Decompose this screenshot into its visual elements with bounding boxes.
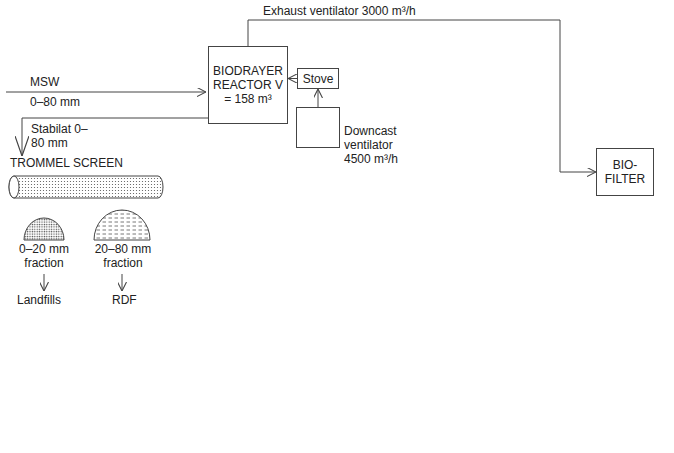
flow-connector xyxy=(248,20,596,172)
size-range: 0–80 mm xyxy=(29,95,81,109)
trommel-screen: TROMMEL SCREEN xyxy=(8,156,166,202)
coarse-pile xyxy=(94,210,150,240)
node-text: TROMMEL SCREEN xyxy=(8,156,166,170)
stove-box: Stove xyxy=(297,68,339,89)
biofilter-box: BIO- FILTER xyxy=(596,148,654,196)
node-text: BIO- FILTER xyxy=(600,158,650,186)
node-text: 20–80 mm fraction xyxy=(87,242,159,270)
fraction-pile: 0–20 mm fraction xyxy=(14,214,74,272)
destination-label: RDF xyxy=(111,293,138,307)
node-text: 0–20 mm fraction xyxy=(14,242,74,270)
equipment-label: Downcast ventilator 4500 m³/h xyxy=(344,124,410,166)
flow-connector xyxy=(318,89,319,107)
flow-connector xyxy=(22,118,208,156)
stream-name: MSW xyxy=(29,75,60,89)
node-text: BIODRAYER REACTOR V = 158 m³ xyxy=(212,64,284,106)
input-arrow xyxy=(6,92,206,93)
reactor-box: BIODRAYER REACTOR V = 158 m³ xyxy=(208,46,288,124)
destination-label: Landfills xyxy=(16,293,62,307)
flow-connector xyxy=(288,78,297,79)
fine-pile xyxy=(24,218,64,240)
output-arrow xyxy=(44,274,45,291)
fraction-pile: 20–80 mm fraction xyxy=(87,208,159,272)
ventilator-box: Downcast ventilator 4500 m³/h xyxy=(296,107,340,148)
connector-label: Exhaust ventilator 3000 m³/h xyxy=(262,4,417,18)
node-text: Stove xyxy=(303,72,334,86)
output-arrow xyxy=(122,274,123,291)
trommel-drum xyxy=(9,176,163,198)
connector-label: Stabilat 0–80 mm xyxy=(30,122,90,150)
